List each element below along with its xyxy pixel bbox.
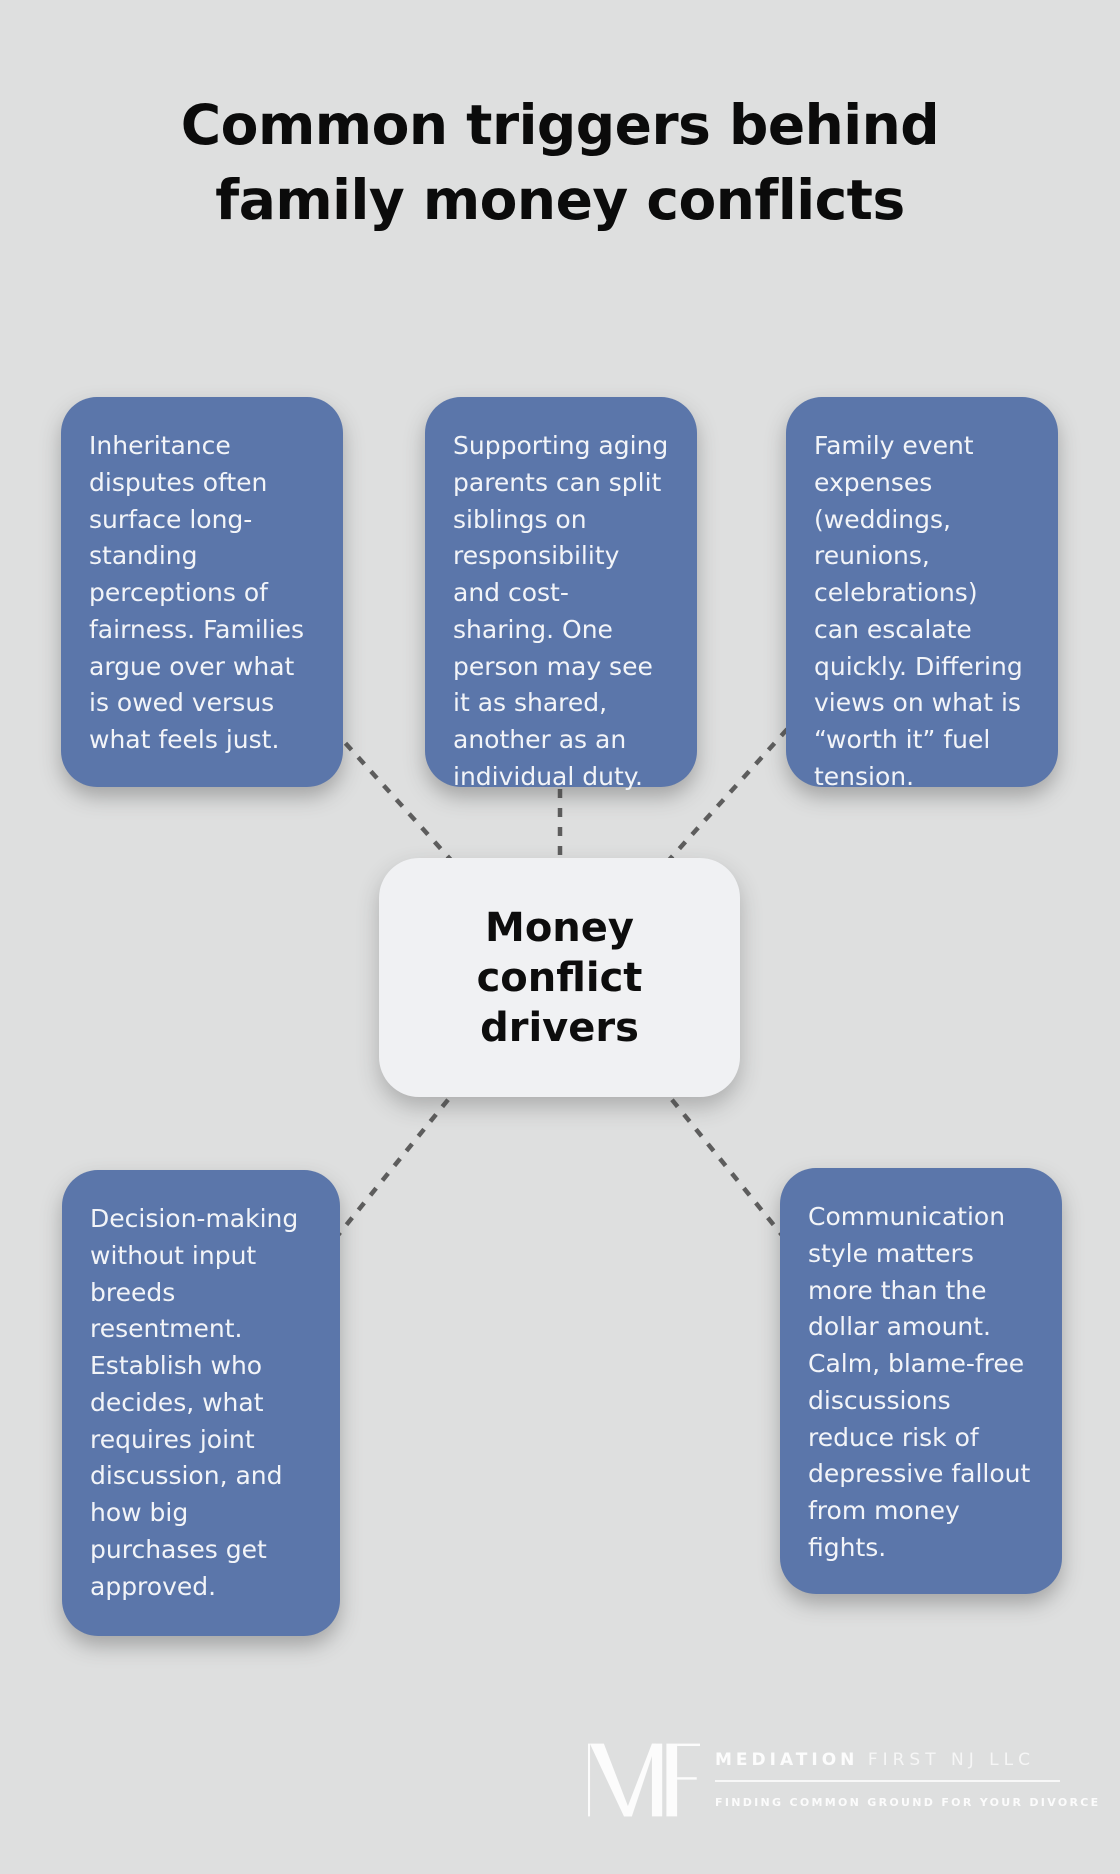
brand-text-block: MEDIATION FIRST NJ LLC FINDING COMMON GR… xyxy=(715,1742,1101,1809)
connector-line-bottom-left xyxy=(328,1083,462,1247)
trigger-card-text: Communication style matters more than th… xyxy=(808,1202,1031,1562)
brand-name-light: FIRST NJ LLC xyxy=(867,1750,1035,1770)
trigger-card-inheritance: Inheritance disputes often surface long-… xyxy=(61,397,343,787)
center-node: Money conflict drivers xyxy=(379,858,740,1097)
brand-name: MEDIATION FIRST NJ LLC xyxy=(715,1750,1067,1770)
page-title: Common triggers behind family money conf… xyxy=(180,93,940,233)
brand-tagline: FINDING COMMON GROUND FOR YOUR DIVORCE xyxy=(715,1796,1101,1809)
trigger-card-communication: Communication style matters more than th… xyxy=(780,1168,1062,1594)
trigger-card-family-events: Family event expenses (weddings, reunion… xyxy=(786,397,1058,791)
connector-line-top-right xyxy=(658,713,802,872)
trigger-card-text: Inheritance disputes often surface long-… xyxy=(89,431,305,754)
trigger-card-text: Supporting aging parents can split sibli… xyxy=(453,431,669,791)
mf-monogram-icon xyxy=(588,1743,700,1817)
trigger-card-text: Decision-making without input breeds res… xyxy=(90,1204,299,1601)
brand-name-bold: MEDIATION xyxy=(715,1750,859,1770)
trigger-card-text: Family event expenses (weddings, reunion… xyxy=(814,431,1023,791)
trigger-card-aging-parents: Supporting aging parents can split sibli… xyxy=(425,397,697,791)
brand-logo: MEDIATION FIRST NJ LLC FINDING COMMON GR… xyxy=(588,1742,1101,1818)
brand-divider xyxy=(715,1780,1060,1782)
center-node-label: Money conflict drivers xyxy=(476,904,643,1051)
connector-line-bottom-right xyxy=(658,1083,792,1247)
trigger-card-decision-making: Decision-making without input breeds res… xyxy=(62,1170,340,1636)
connector-line-top-left xyxy=(318,713,462,872)
